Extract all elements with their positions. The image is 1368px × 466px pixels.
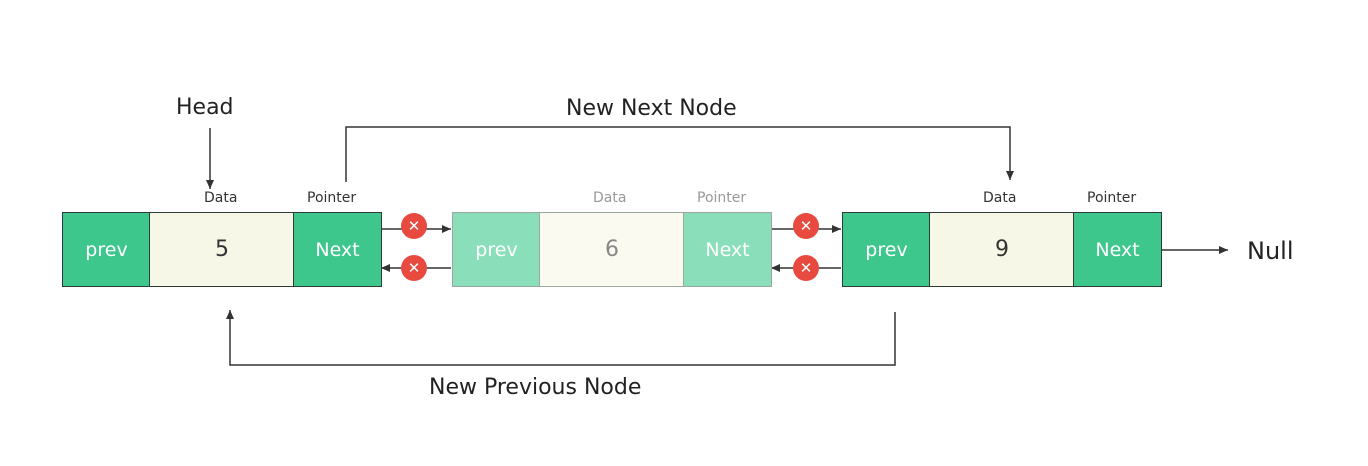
prev-cell: prev: [62, 212, 151, 287]
pointer-caption: Pointer: [697, 190, 747, 206]
next-cell: Next: [293, 212, 382, 287]
pointer-caption: Pointer: [307, 190, 357, 206]
data-cell: 6: [539, 212, 685, 287]
cross-icon: ✕: [401, 213, 427, 239]
data-cell: 5: [149, 212, 295, 287]
pointer-caption: Pointer: [1087, 190, 1137, 206]
cross-icon: ✕: [793, 213, 819, 239]
prev-cell: prev: [842, 212, 931, 287]
new-next-link: [345, 126, 1014, 182]
data-caption: Data: [204, 190, 238, 206]
new-previous-node-label: New Previous Node: [429, 375, 642, 400]
next-cell: Next: [1073, 212, 1162, 287]
data-cell: 9: [929, 212, 1075, 287]
data-caption: Data: [983, 190, 1017, 206]
new-prev-link: [226, 310, 896, 366]
next-cell: Next: [683, 212, 772, 287]
prev-cell: prev: [452, 212, 541, 287]
data-caption: Data: [593, 190, 627, 206]
null-label: Null: [1247, 237, 1294, 265]
cross-icon: ✕: [401, 255, 427, 281]
head-label: Head: [176, 95, 234, 120]
cross-icon: ✕: [793, 255, 819, 281]
new-next-node-label: New Next Node: [566, 96, 737, 121]
